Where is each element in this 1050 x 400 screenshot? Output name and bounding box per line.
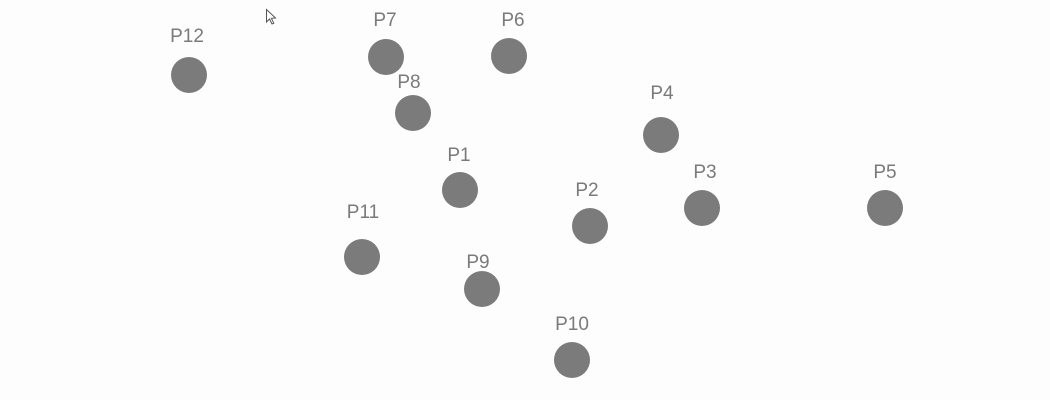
point-label: P8	[397, 72, 420, 93]
mouse-pointer-icon	[266, 8, 277, 25]
point-p4[interactable]: P4	[643, 83, 679, 153]
point-label: P10	[555, 314, 589, 335]
point-label: P1	[447, 145, 470, 166]
point-label: P7	[373, 10, 396, 31]
point-label: P12	[170, 26, 204, 47]
point-p2[interactable]: P2	[572, 180, 608, 244]
point-label: P5	[873, 162, 896, 183]
point-label: P4	[650, 83, 674, 104]
point-dot[interactable]	[368, 39, 404, 75]
point-p11[interactable]: P11	[344, 202, 380, 275]
point-p5[interactable]: P5	[867, 162, 903, 226]
point-dot[interactable]	[572, 208, 608, 244]
point-p9[interactable]: P9	[464, 252, 500, 307]
point-p8[interactable]: P8	[395, 72, 431, 131]
point-dot[interactable]	[867, 190, 903, 226]
point-dot[interactable]	[491, 38, 527, 74]
point-dot[interactable]	[395, 95, 431, 131]
point-p1[interactable]: P1	[442, 145, 478, 208]
point-p10[interactable]: P10	[554, 314, 590, 378]
point-p6[interactable]: P6	[491, 10, 527, 74]
point-dot[interactable]	[643, 117, 679, 153]
point-label: P6	[501, 10, 524, 31]
point-p12[interactable]: P12	[170, 26, 207, 93]
point-label: P2	[575, 180, 598, 201]
point-p7[interactable]: P7	[368, 10, 404, 75]
point-dot[interactable]	[464, 271, 500, 307]
point-label: P3	[693, 162, 716, 183]
point-dot[interactable]	[344, 239, 380, 275]
point-dot[interactable]	[554, 342, 590, 378]
point-dot[interactable]	[171, 57, 207, 93]
point-label: P11	[347, 202, 379, 223]
point-dot[interactable]	[684, 190, 720, 226]
point-dot[interactable]	[442, 172, 478, 208]
point-p3[interactable]: P3	[684, 162, 720, 226]
point-label: P9	[466, 252, 489, 273]
